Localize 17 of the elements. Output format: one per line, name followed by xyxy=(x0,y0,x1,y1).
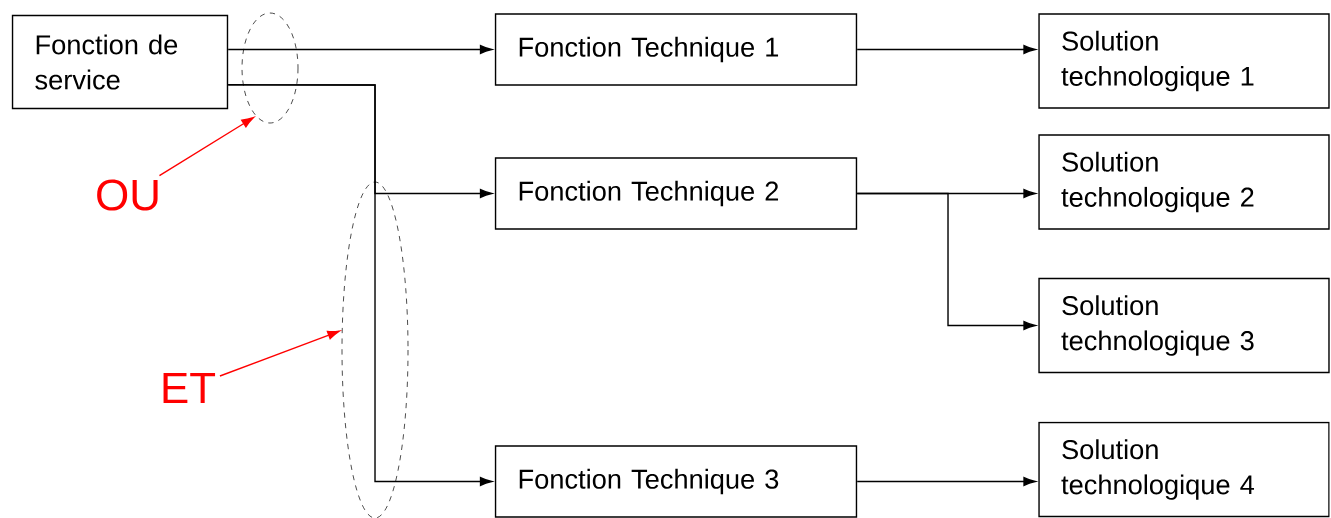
solution-box: Solution technologique 2 xyxy=(1038,134,1330,230)
solution-box: Solution technologique 4 xyxy=(1038,421,1330,518)
annotation-label: ET xyxy=(163,372,216,404)
leader-callout xyxy=(219,181,409,518)
technical-function-box: Fonction Technique 3 xyxy=(494,445,858,518)
technical-function-box: Fonction Technique 1 xyxy=(494,13,858,86)
arrow xyxy=(227,84,493,487)
arrow xyxy=(227,44,493,55)
arrow xyxy=(856,192,1036,331)
leader-callout xyxy=(158,12,299,177)
solution-box: Solution technologique 1 xyxy=(1038,13,1330,109)
technical-function-box: Fonction Technique 2 xyxy=(494,157,858,230)
solution-box: Solution technologique 3 xyxy=(1038,277,1330,374)
arrow xyxy=(856,44,1036,55)
annotation-label: OU xyxy=(97,179,158,211)
arrow xyxy=(856,476,1036,487)
service-function-box: Fonction de service xyxy=(11,14,229,110)
